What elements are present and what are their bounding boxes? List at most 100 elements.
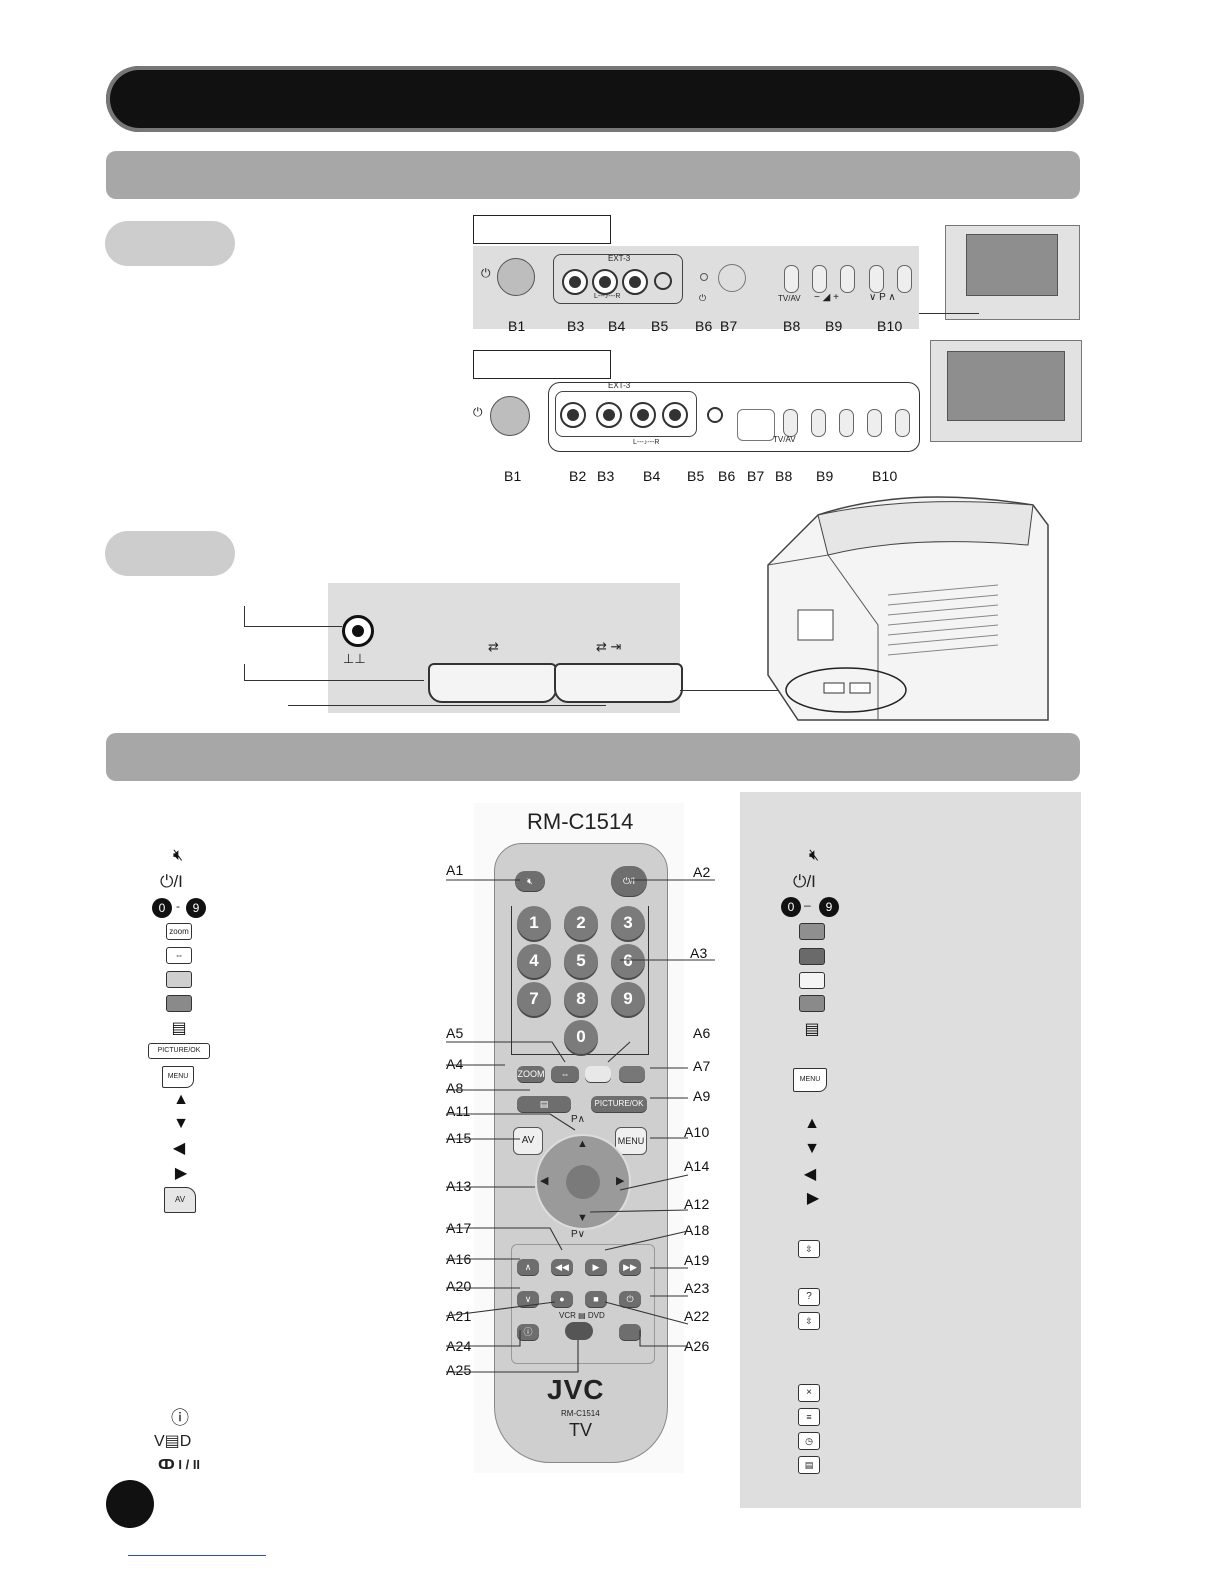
dpad-down-icon[interactable]: ▼	[577, 1212, 588, 1224]
mute-icon: 🔇︎	[172, 847, 184, 864]
tvav-button-2	[783, 409, 798, 437]
vcr-power-button[interactable]: ⏻	[619, 1291, 641, 1307]
front-pill	[105, 221, 235, 266]
stereo-button[interactable]	[619, 1324, 641, 1340]
menu-button[interactable]: MENU	[615, 1127, 647, 1155]
blue-key-right	[799, 995, 825, 1012]
p-down-button	[869, 265, 884, 293]
power-i-text-right: /I	[806, 872, 816, 891]
video-jack	[562, 269, 588, 295]
callout-a11: A11	[446, 1103, 471, 1119]
leader-v-1	[244, 606, 245, 626]
blue-button[interactable]	[619, 1066, 645, 1082]
picture-ok-icon: PICTURE/OK	[148, 1043, 210, 1059]
info-icon: ⓘ	[171, 1408, 189, 1428]
power-icon-2: ⏻	[473, 405, 483, 419]
dpad[interactable]: ▲ ▼ ◀ ▶	[535, 1134, 631, 1230]
av-button[interactable]: AV	[513, 1127, 543, 1155]
aspect-button[interactable]: ⇔	[551, 1066, 579, 1082]
callout-a2: A2	[693, 864, 711, 880]
callout-b9-2: B9	[816, 468, 834, 484]
right-arrow-right: ▶	[806, 1190, 820, 1207]
range-dash: -	[176, 899, 180, 913]
key-9[interactable]: 9	[611, 982, 645, 1016]
index-icon-right: ≡	[798, 1408, 820, 1426]
callout-b10-2: B10	[872, 468, 898, 484]
hold-icon-right: ⇳	[798, 1312, 820, 1330]
footer-link-underline[interactable]	[128, 1555, 266, 1556]
volume-icon: − ◢ +	[814, 292, 839, 303]
vcr-dvd-switch[interactable]	[565, 1322, 593, 1340]
red-key-right	[799, 923, 825, 940]
teletext-button[interactable]: ▤	[517, 1096, 571, 1112]
callout-b4: B4	[608, 318, 626, 334]
dpad-right-icon[interactable]: ▶	[616, 1175, 625, 1187]
zoom-button[interactable]: ZOOM	[517, 1066, 545, 1082]
callout-a5: A5	[446, 1025, 464, 1041]
teletext-icon-right: ▤	[804, 1021, 820, 1038]
mute-button[interactable]: 🔇︎	[515, 871, 545, 891]
callout-a8: A8	[446, 1080, 464, 1096]
callout-a15: A15	[446, 1130, 472, 1146]
model-box-2	[473, 350, 611, 379]
key-4[interactable]: 4	[517, 944, 551, 978]
vol-plus-button-2	[839, 409, 854, 437]
key-7[interactable]: 7	[517, 982, 551, 1016]
ff-button[interactable]: ▶▶	[619, 1259, 641, 1275]
callout-b5: B5	[651, 318, 669, 334]
key-5[interactable]: 5	[564, 944, 598, 978]
vcr-label: VCR	[559, 1311, 576, 1320]
right-legend-panel: 🔇︎ ⏻/I 0 – 9 ▤ MENU ▲ ▼ ◀ ▶ ⇳ ? ⇳ × ≡ ◷ …	[740, 792, 1081, 1508]
subpage-icon-right: ◷	[798, 1432, 820, 1450]
reveal-icon-right: ?	[798, 1288, 820, 1306]
yellow-key-right	[799, 972, 825, 989]
up-transport-button[interactable]: ∧	[517, 1259, 539, 1275]
audio-lr-label: L---♪---R	[594, 293, 621, 300]
svideo-jack	[560, 402, 586, 428]
dpad-up-icon[interactable]: ▲	[577, 1138, 588, 1150]
info-button[interactable]: ⓘ	[517, 1324, 539, 1340]
leader-h-3	[288, 705, 606, 706]
down-transport-button[interactable]: ∨	[517, 1291, 539, 1307]
vd-v: V	[154, 1433, 165, 1450]
callout-a23: A23	[684, 1280, 710, 1296]
key-1[interactable]: 1	[517, 906, 551, 940]
rear-panel: ⊥⊥ ⇄ ⇄ ⇥	[328, 583, 683, 713]
dpad-ok[interactable]	[566, 1165, 600, 1199]
front-panel-2: EXT-3 L---♪---R TV/AV	[548, 381, 920, 452]
scart-ext2	[554, 663, 683, 703]
play-button[interactable]: ▶	[585, 1259, 607, 1275]
tv-rear-illustration	[767, 496, 1049, 721]
picture-ok-button[interactable]: PICTURE/OK	[591, 1096, 647, 1112]
left-arrow-right: ◀	[803, 1166, 817, 1183]
key-3[interactable]: 3	[611, 906, 645, 940]
remote-tv-label: TV	[569, 1420, 593, 1440]
audio-lr-label-2: L---♪---R	[633, 439, 660, 446]
antenna-icon: ⊥⊥	[343, 651, 366, 666]
p-label: P	[879, 292, 886, 303]
remote-model-bottom: RM-C1514	[561, 1409, 600, 1418]
left-arrow-icon: ◀	[172, 1140, 186, 1157]
av-icon: AV	[164, 1187, 196, 1213]
power-button[interactable]: ⏻/I	[611, 866, 647, 896]
rewind-button[interactable]: ◀◀	[551, 1259, 573, 1275]
record-button[interactable]: ●	[551, 1291, 573, 1307]
yellow-button[interactable]	[585, 1066, 611, 1082]
key-2[interactable]: 2	[564, 906, 598, 940]
page-number-dot	[106, 1480, 154, 1528]
teletext-icon: ▤	[171, 1020, 187, 1037]
key-8[interactable]: 8	[564, 982, 598, 1016]
dvd-label: DVD	[587, 1311, 605, 1320]
section-bar-remote	[106, 733, 1080, 781]
vcr-dvd-labels: VCR ▤ DVD	[559, 1311, 605, 1320]
stop-button[interactable]: ■	[585, 1291, 607, 1307]
power-button-knob	[497, 258, 535, 296]
down-arrow-icon: ▼	[173, 1115, 189, 1132]
yellow-key-icon	[166, 971, 192, 988]
callout-a3: A3	[690, 945, 708, 961]
key-0[interactable]: 0	[564, 1020, 598, 1054]
ir-window-2	[737, 409, 775, 441]
dpad-left-icon[interactable]: ◀	[540, 1175, 549, 1187]
up-arrow-icon: ▲	[173, 1091, 189, 1108]
callout-b5-2: B5	[687, 468, 705, 484]
